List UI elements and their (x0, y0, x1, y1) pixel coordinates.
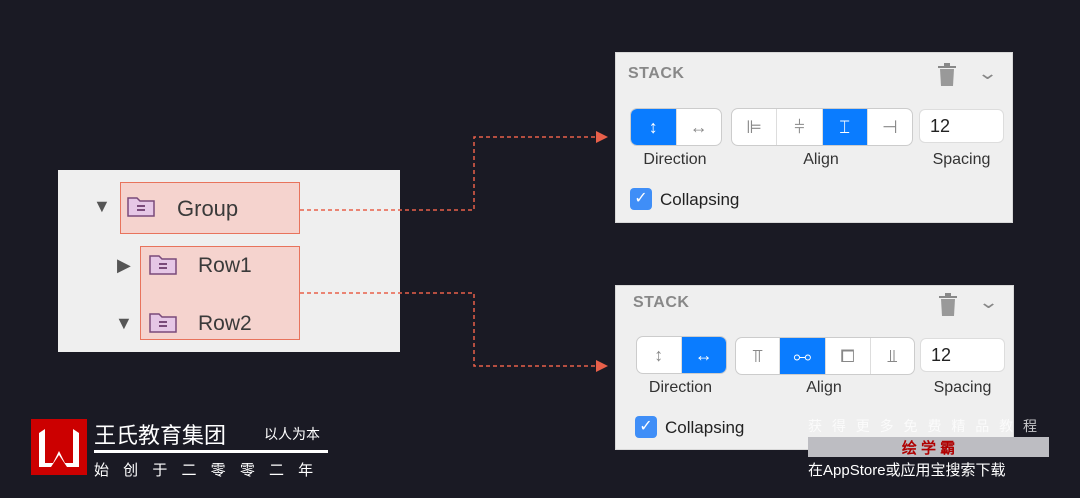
collapsing-checkbox[interactable]: ✓ (630, 188, 652, 210)
align-label: Align (806, 379, 842, 396)
spacing-input[interactable]: 12 (919, 109, 1004, 143)
align-stretch-icon[interactable]: ⌶ (822, 109, 868, 145)
collapsing-label: Collapsing (665, 418, 745, 437)
founded-text: 始 创 于 二 零 零 二 年 (94, 462, 319, 479)
folder-icon (149, 255, 177, 275)
trash-icon[interactable] (937, 292, 959, 318)
org-name: 王氏教育集团 (94, 423, 227, 448)
divider (94, 450, 328, 453)
trash-icon[interactable] (936, 62, 958, 88)
org-motto: 以人为本 (264, 426, 320, 442)
direction-vertical-icon[interactable]: ↕ (631, 109, 677, 145)
align-left-icon[interactable]: ⊫ (732, 109, 778, 145)
spacing-label: Spacing (933, 379, 992, 396)
tree-item-group[interactable]: Group (177, 196, 239, 221)
align-control: ⫪ ⧟ ⧠ ⫫ (735, 337, 915, 375)
align-bottom-icon[interactable]: ⫫ (887, 345, 898, 366)
brand-banner: 绘 学 霸 (808, 437, 1049, 457)
expand-triangle-icon[interactable]: ▼ (115, 313, 133, 333)
stack-panel-2: STACK ⌄ ↕ ↔ ⫪ ⧟ ⧠ ⫫ 12 Direction Align S… (615, 285, 1014, 450)
align-top-icon[interactable]: ⫪ (736, 338, 781, 374)
promo-text: 获 得 更 多 免 费 精 品 教 程 (808, 418, 1041, 434)
stack-panel-1: STACK ⌄ ↕ ↔ ⊫ ⫩ ⌶ ⊣ 12 Direction Align S… (615, 52, 1013, 223)
align-stretch-icon[interactable]: ⧠ (826, 338, 871, 374)
tree-item-row2[interactable]: Row2 (198, 312, 252, 335)
align-center-icon[interactable]: ⫩ (777, 109, 823, 145)
expand-triangle-icon[interactable]: ▼ (93, 196, 111, 216)
collapse-triangle-icon[interactable]: ▶ (117, 255, 131, 275)
direction-control: ↕ ↔ (636, 336, 727, 374)
spacing-input[interactable]: 12 (920, 338, 1005, 372)
direction-label: Direction (643, 151, 707, 168)
collapsing-label: Collapsing (660, 190, 740, 209)
download-text: 在AppStore或应用宝搜索下载 (808, 462, 1006, 479)
direction-horizontal-icon[interactable]: ↔ (681, 337, 726, 373)
align-middle-icon[interactable]: ⧟ (780, 338, 826, 374)
panel-title: STACK (628, 65, 685, 82)
collapsing-checkbox[interactable]: ✓ (635, 416, 657, 438)
direction-vertical-icon[interactable]: ↕ (637, 337, 682, 373)
panel-title: STACK (633, 294, 690, 311)
folder-icon (149, 313, 177, 333)
chevron-down-icon[interactable]: ⌄ (977, 292, 1000, 312)
direction-control: ↕ ↔ (630, 108, 722, 146)
spacing-label: Spacing (932, 151, 991, 168)
chevron-down-icon[interactable]: ⌄ (976, 63, 999, 83)
folder-icon (127, 197, 155, 217)
align-control: ⊫ ⫩ ⌶ ⊣ (731, 108, 913, 146)
tree-item-row1[interactable]: Row1 (198, 254, 252, 277)
align-right-icon[interactable]: ⊣ (882, 116, 898, 137)
align-label: Align (803, 151, 839, 168)
direction-label: Direction (648, 379, 713, 396)
direction-horizontal-icon[interactable]: ↔ (689, 116, 708, 137)
wangshi-logo (31, 419, 87, 475)
